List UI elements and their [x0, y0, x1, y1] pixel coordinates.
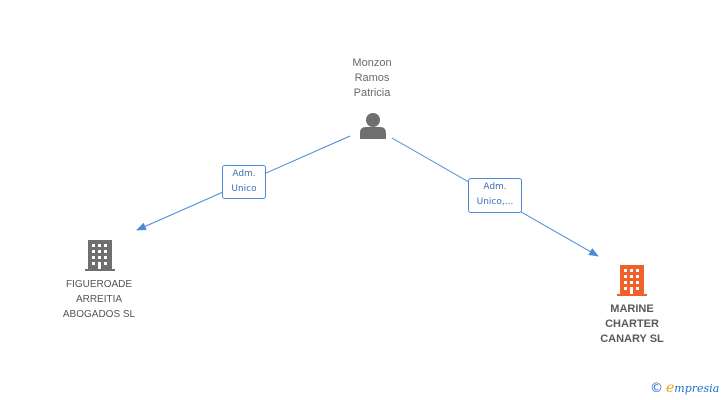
company-name-figueroade[interactable]: FIGUEROADE ARREITIA ABOGADOS SL — [62, 279, 136, 320]
edge-label-role: Adm. Unico,... — [468, 178, 522, 213]
copyright-icon: © — [650, 381, 663, 396]
brand-name: mpresia — [674, 382, 720, 395]
person-name[interactable]: Monzon Ramos Patricia — [352, 57, 392, 99]
building-icon[interactable] — [617, 265, 647, 296]
edge-label-role: Adm. Unico — [222, 165, 266, 199]
person-icon[interactable] — [360, 113, 386, 139]
company-name-marine-charter[interactable]: MARINE CHARTER CANARY SL — [600, 303, 664, 345]
empresia-watermark: ©empresia — [650, 380, 719, 396]
building-icon[interactable] — [85, 240, 115, 271]
brand-initial: e — [666, 380, 675, 396]
